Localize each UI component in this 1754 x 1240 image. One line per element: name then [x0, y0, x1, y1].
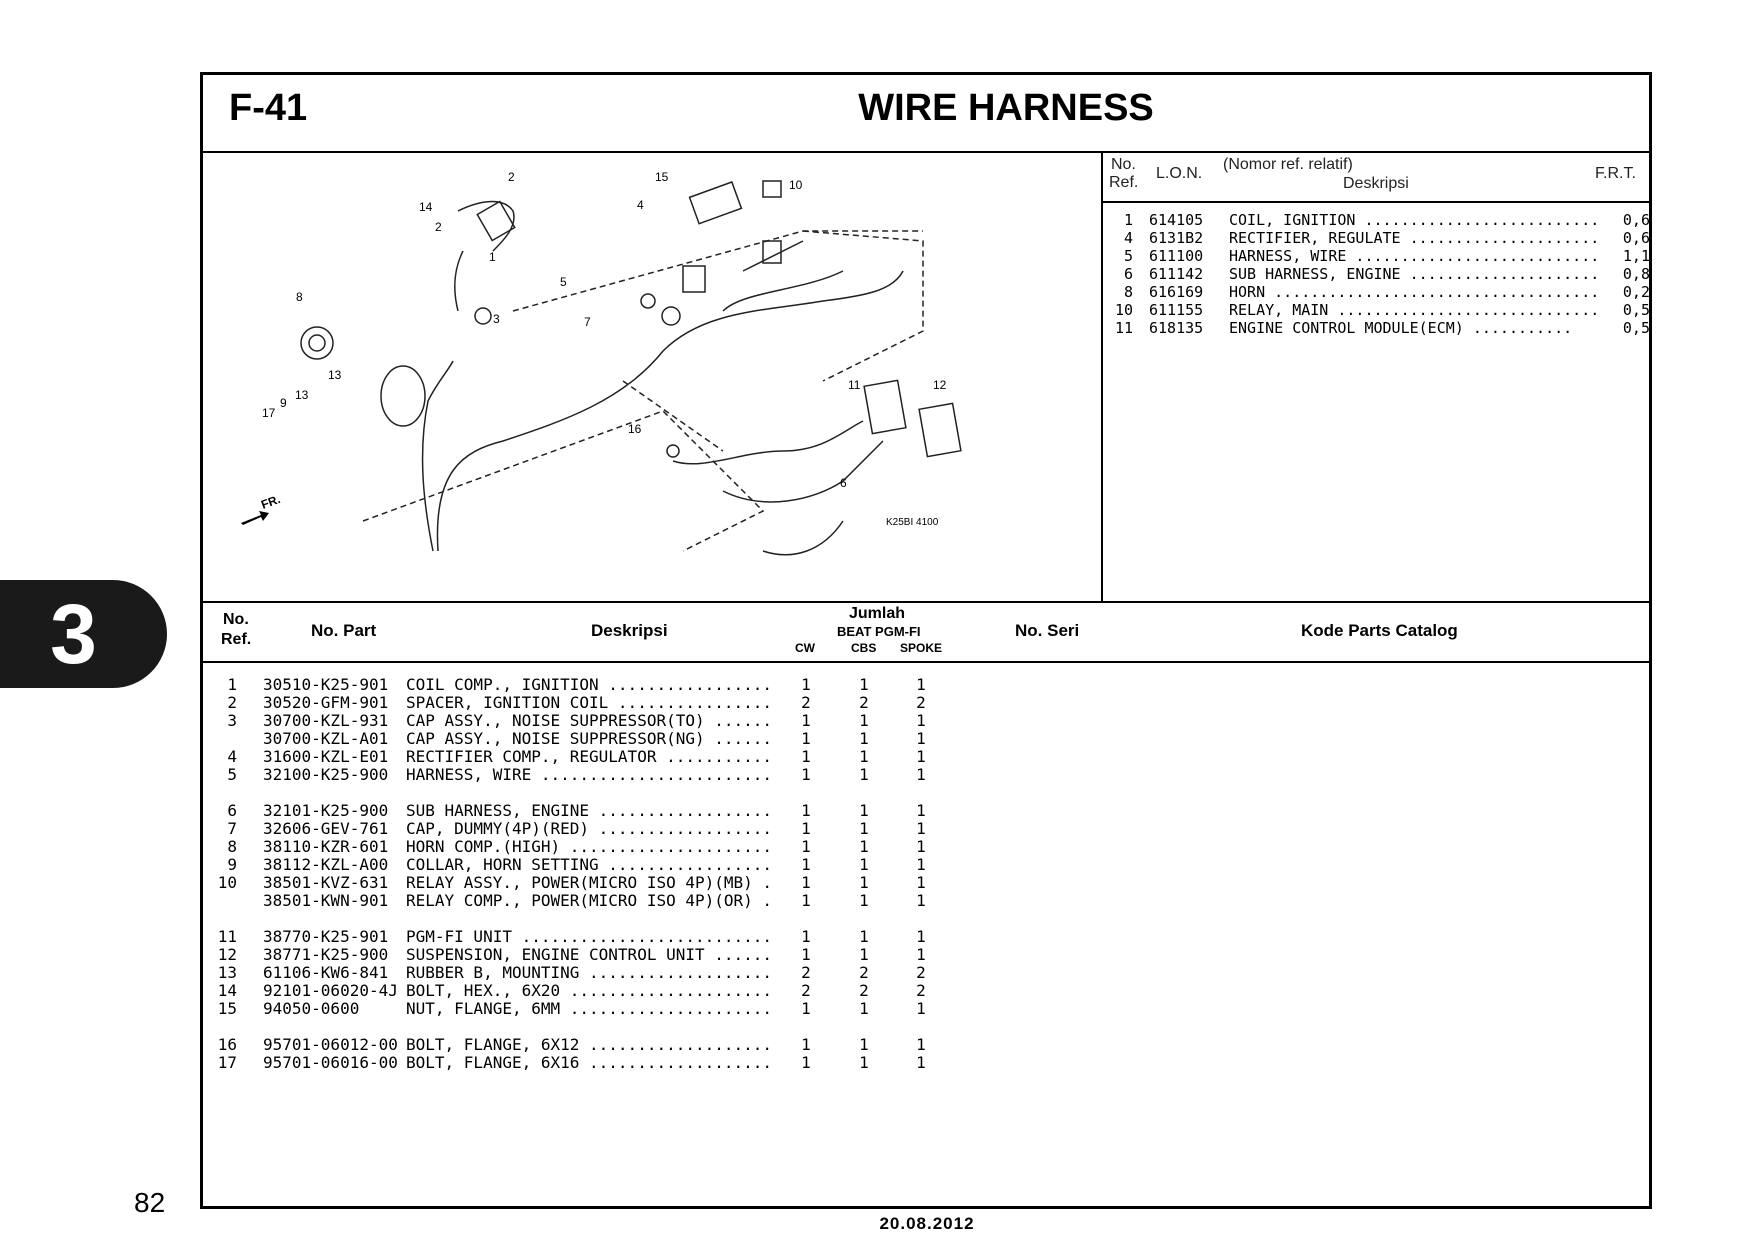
- parts-header-spoke: SPOKE: [900, 641, 943, 655]
- svg-text:1: 1: [489, 250, 496, 264]
- lon-header-lon: L.O.N.: [1156, 165, 1203, 182]
- svg-text:11: 11: [848, 378, 861, 392]
- labor-operation-table: No. Ref. L.O.N. (Nomor ref. relatif) Des…: [1103, 151, 1650, 601]
- parts-header-kode: Kode Parts Catalog: [1301, 621, 1458, 640]
- svg-text:14: 14: [419, 200, 433, 214]
- parts-header-no-part: No. Part: [311, 621, 377, 640]
- parts-header-cw: CW: [795, 641, 815, 655]
- parts-header-ref: Ref.: [221, 631, 252, 648]
- svg-text:3: 3: [493, 312, 500, 326]
- chapter-tab: 3: [0, 580, 167, 688]
- svg-text:16: 16: [628, 422, 642, 436]
- parts-header-no: No.: [223, 611, 249, 628]
- svg-text:10: 10: [789, 178, 803, 192]
- svg-text:5: 5: [560, 275, 567, 289]
- parts-header-model: BEAT PGM-FI: [837, 624, 921, 639]
- page-header: F-41 WIRE HARNESS: [203, 75, 1649, 153]
- lon-header-nomor-ref: (Nomor ref. relatif): [1223, 156, 1353, 173]
- parts-table-header: No. Ref. No. Part Deskripsi Jumlah BEAT …: [203, 601, 1649, 663]
- front-arrow-label: FR.: [259, 492, 282, 512]
- svg-text:2: 2: [508, 170, 515, 184]
- lon-header-frt: F.R.T.: [1595, 165, 1636, 182]
- lon-header-no: No.: [1111, 156, 1136, 173]
- svg-text:8: 8: [296, 290, 303, 304]
- svg-text:9: 9: [280, 396, 287, 410]
- parts-header-jumlah: Jumlah: [849, 605, 906, 622]
- svg-text:13: 13: [328, 368, 342, 382]
- svg-text:4: 4: [637, 198, 644, 212]
- wire-harness-drawing: 2 15 10 4 14 2 1 5 3 8 7 13 13 17 9 12 1…: [241, 170, 962, 556]
- svg-text:17: 17: [262, 406, 276, 420]
- page-number: 82: [134, 1187, 166, 1218]
- lon-header-deskripsi: Deskripsi: [1343, 175, 1409, 192]
- svg-text:12: 12: [933, 378, 947, 392]
- catalog-frame: F-41 WIRE HARNESS: [200, 72, 1652, 1209]
- section-code: F-41: [229, 87, 308, 129]
- svg-text:2: 2: [435, 220, 442, 234]
- diagram-code: K25BI 4100: [886, 517, 939, 528]
- front-arrow-icon: [241, 511, 269, 525]
- exploded-diagram: 2 15 10 4 14 2 1 5 3 8 7 13 13 17 9 12 1…: [203, 151, 1103, 601]
- parts-header-cbs: CBS: [851, 641, 877, 655]
- parts-header-deskripsi: Deskripsi: [591, 621, 668, 640]
- lon-table-header: No. Ref. L.O.N. (Nomor ref. relatif) Des…: [1103, 151, 1649, 203]
- svg-text:6: 6: [840, 476, 847, 490]
- print-date: 20.08.2012: [879, 1214, 975, 1233]
- svg-text:13: 13: [295, 388, 309, 402]
- lon-header-ref: Ref.: [1109, 174, 1139, 191]
- page-title: WIRE HARNESS: [858, 87, 1154, 129]
- parts-header-no-seri: No. Seri: [1015, 621, 1080, 640]
- svg-text:15: 15: [655, 170, 669, 184]
- svg-text:7: 7: [584, 315, 591, 329]
